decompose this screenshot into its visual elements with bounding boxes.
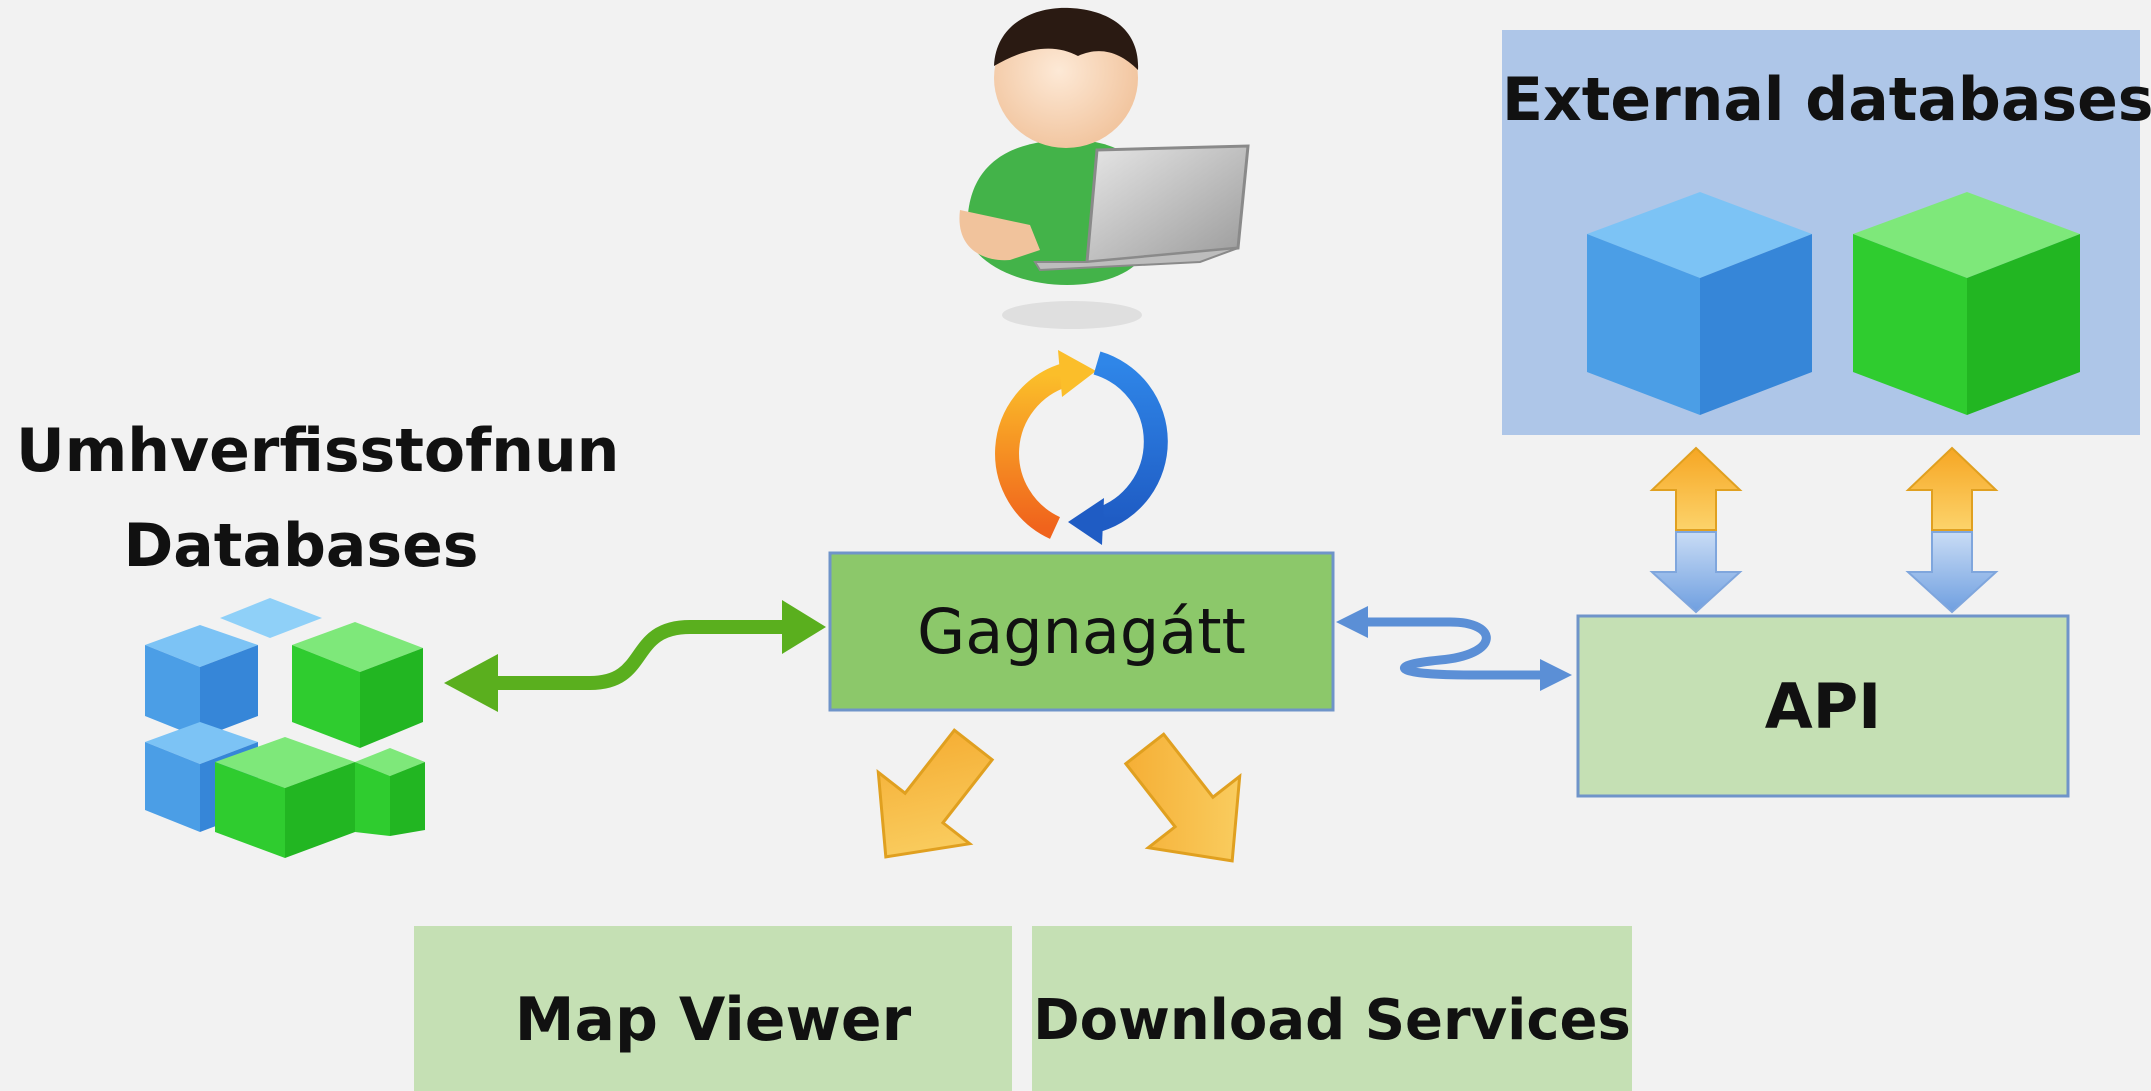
gateway-box: [828, 551, 1335, 712]
map-viewer-box: [414, 926, 1012, 1091]
download-services-box: [1032, 926, 1632, 1091]
download-services-label: Download Services: [1033, 987, 1631, 1053]
cube-icon: [1853, 192, 2080, 415]
gateway-label: Gagnagátt: [917, 595, 1246, 668]
database-cubes-icon: [145, 598, 425, 858]
map-viewer-label: Map Viewer: [514, 985, 912, 1055]
api-label: API: [1764, 669, 1882, 743]
down-arrow-icon: [876, 728, 995, 859]
bidirectional-arrow-local-gateway: [444, 600, 826, 712]
local-databases-title-line1: Umhverfisstofnun: [16, 416, 620, 486]
cube-icon: [1587, 192, 1812, 415]
external-databases-panel: [1502, 30, 2140, 435]
api-box: [1576, 614, 2070, 798]
up-down-arrow-icon: [1905, 446, 1999, 614]
bidirectional-arrow-gateway-api: [1336, 606, 1572, 691]
local-databases-title-line2: Databases: [123, 511, 479, 581]
external-databases-title: External databases: [1502, 65, 2151, 135]
down-arrow-icon: [1123, 732, 1242, 863]
up-down-arrow-icon: [1649, 446, 1743, 614]
user-with-laptop-icon: [959, 7, 1250, 329]
sync-cycle-icon: [995, 350, 1168, 545]
